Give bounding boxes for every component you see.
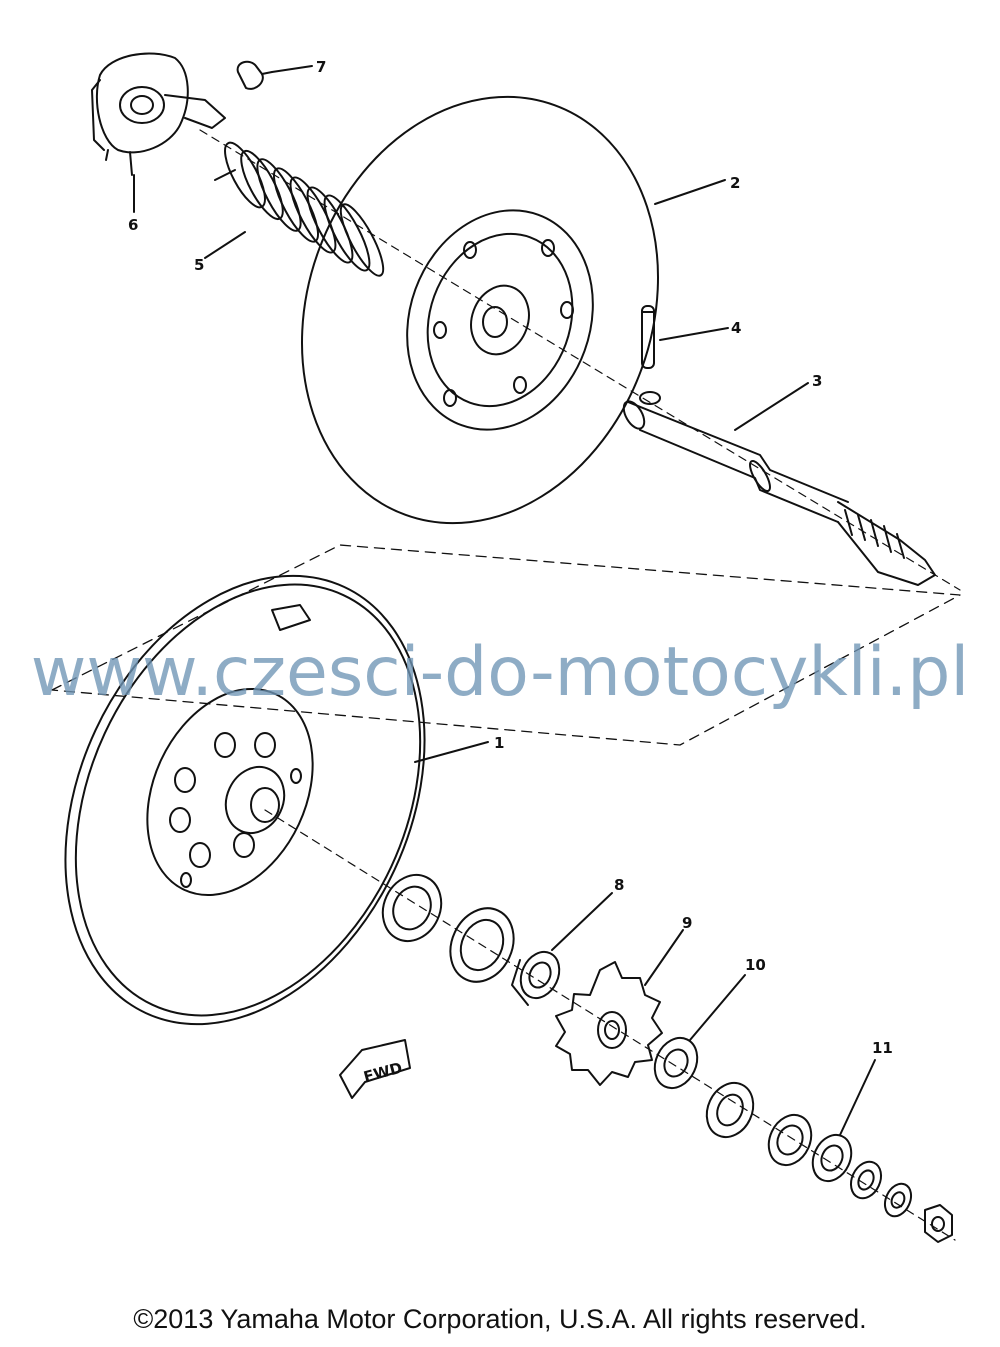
fwd-arrow	[339, 1039, 411, 1099]
part-10-spacer	[653, 1036, 699, 1090]
callout-2: 2	[730, 174, 740, 192]
part-5-spring	[214, 141, 385, 277]
washer-b	[449, 907, 515, 983]
assembly-box	[51, 544, 961, 746]
callout-3: 3	[812, 372, 822, 390]
part-11-washer	[811, 1133, 853, 1183]
part-6-cam-bracket	[91, 52, 226, 176]
callout-5: 5	[194, 256, 204, 274]
leader-2	[654, 179, 726, 205]
washer-a	[381, 873, 443, 943]
bearing	[705, 1081, 755, 1139]
callout-1: 1	[494, 734, 504, 752]
part-4-pin	[641, 305, 655, 369]
leader-7	[271, 65, 313, 73]
part-3-shaft	[622, 391, 936, 586]
leader-11	[839, 1059, 876, 1136]
leader-1	[414, 741, 489, 763]
leader-8	[551, 892, 613, 951]
copyright-footer: ©2013 Yamaha Motor Corporation, U.S.A. A…	[133, 1304, 867, 1334]
callout-6: 6	[128, 216, 138, 234]
callout-7: 7	[316, 58, 326, 76]
part-2-sheave	[301, 95, 659, 525]
axis-line-top	[199, 129, 961, 591]
leader-3	[734, 382, 809, 431]
callout-10: 10	[745, 956, 766, 974]
part-7-clip	[236, 60, 273, 90]
leader-9	[644, 929, 684, 986]
washer-d	[883, 1182, 913, 1218]
part-8-bushing	[511, 950, 561, 1006]
part-9-sprocket	[555, 961, 663, 1086]
leader-4	[659, 327, 729, 341]
callout-8: 8	[614, 876, 624, 894]
axis-line-bottom	[264, 809, 956, 1241]
fwd-label: FWD	[362, 1059, 405, 1087]
leader-10	[689, 974, 746, 1041]
callout-11: 11	[872, 1039, 893, 1057]
leader-5	[204, 231, 246, 259]
watermark: www.czesci-do-motocykli.pl	[31, 633, 970, 712]
part-1-fixed-sheave	[64, 574, 426, 1026]
callout-4: 4	[731, 319, 741, 337]
lock-washer	[849, 1160, 883, 1200]
washer-c	[767, 1113, 813, 1167]
callout-9: 9	[682, 914, 692, 932]
nut	[924, 1204, 953, 1243]
